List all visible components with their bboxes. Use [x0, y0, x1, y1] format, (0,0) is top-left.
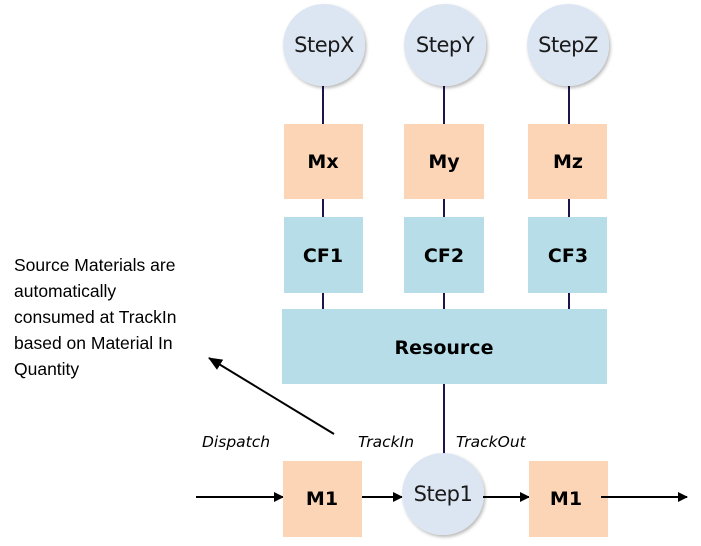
- step-node-x[interactable]: StepX: [283, 4, 365, 86]
- material-rect[interactable]: [528, 124, 607, 199]
- step-node-y[interactable]: StepY: [404, 4, 486, 86]
- trackin-label: TrackIn: [358, 433, 414, 451]
- trackout-label: TrackOut: [456, 433, 527, 451]
- note-line: Quantity: [14, 359, 80, 379]
- consumption-note: Source Materials are automatically consu…: [14, 252, 214, 382]
- cf-label: CF1: [303, 245, 343, 267]
- note-line: consumed at TrackIn: [14, 307, 177, 327]
- material-box-mz[interactable]: Mz: [528, 124, 607, 199]
- step-circle[interactable]: [404, 4, 486, 86]
- material-box-input[interactable]: M1: [283, 461, 362, 537]
- step-label: StepY: [416, 33, 475, 57]
- step-label: StepZ: [538, 33, 598, 57]
- note-line: automatically: [14, 281, 117, 301]
- cf-box-1[interactable]: CF1: [284, 217, 363, 293]
- cf-box-3[interactable]: CF3: [528, 217, 607, 293]
- material-label: Mz: [553, 151, 583, 173]
- material-rect[interactable]: [529, 461, 608, 537]
- material-label: My: [428, 151, 460, 173]
- cf-label: CF2: [424, 245, 464, 267]
- cf-rect[interactable]: [404, 217, 484, 293]
- material-box-output[interactable]: M1: [529, 461, 608, 537]
- material-rect[interactable]: [284, 124, 363, 199]
- material-rect[interactable]: [283, 461, 362, 537]
- material-label: M1: [306, 488, 338, 510]
- connectors: [322, 86, 570, 455]
- step-circle[interactable]: [402, 453, 484, 535]
- step-node-z[interactable]: StepZ: [527, 4, 609, 86]
- dispatch-label: Dispatch: [202, 433, 270, 451]
- resource-rect[interactable]: [282, 309, 607, 384]
- cf-box-2[interactable]: CF2: [404, 217, 484, 293]
- resource-box[interactable]: Resource: [282, 309, 607, 384]
- material-label: M1: [550, 488, 582, 510]
- cf-label: CF3: [548, 245, 588, 267]
- material-box-mx[interactable]: Mx: [284, 124, 363, 199]
- material-label: Mx: [307, 151, 338, 173]
- material-rect[interactable]: [404, 124, 484, 199]
- note-line: based on Material In: [14, 333, 173, 353]
- material-box-my[interactable]: My: [404, 124, 484, 199]
- note-pointer-arrow: [208, 357, 335, 435]
- step-label: StepX: [294, 33, 354, 57]
- step-label: Step1: [414, 482, 473, 506]
- cf-rect[interactable]: [284, 217, 363, 293]
- step-circle[interactable]: [527, 4, 609, 86]
- step-circle[interactable]: [283, 4, 365, 86]
- resource-label: Resource: [395, 337, 494, 359]
- cf-rect[interactable]: [528, 217, 607, 293]
- step-node-main[interactable]: Step1: [402, 453, 484, 535]
- note-line: Source Materials are: [14, 255, 176, 275]
